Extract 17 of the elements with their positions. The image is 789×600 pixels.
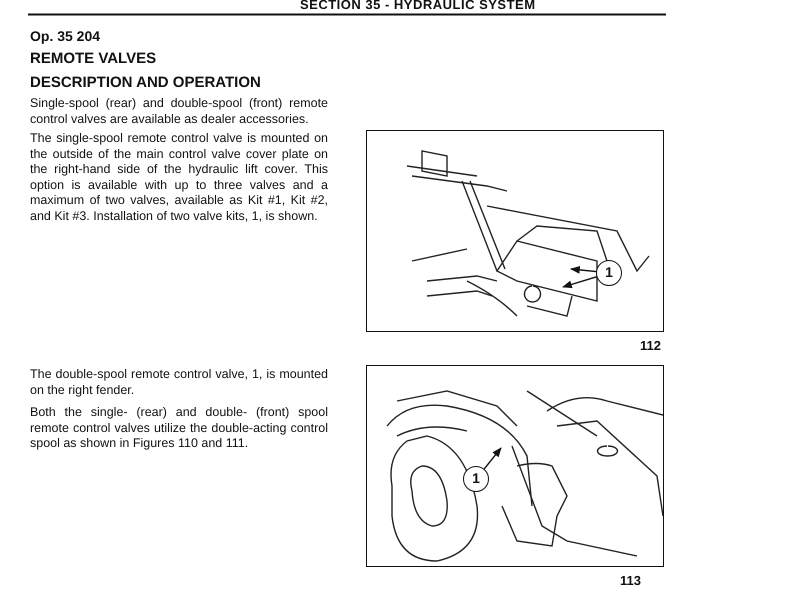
leader-line xyxy=(562,276,597,288)
paragraph: The double-spool remote control valve, 1, is mounted on the right fender. xyxy=(30,367,328,398)
figure-number: 112 xyxy=(640,338,661,353)
figure-frame xyxy=(366,365,664,567)
operation-number: Op. 35 204 xyxy=(30,28,100,44)
paragraph: The single-spool remote control valve is mounted on the outside of the main control valve cover plate on the right-hand side of the hydraulic lift cover. This option is available with up to three valves and a maximum of two valves, available as Kit #1, Kit #2, and Kit #3. Installation of two valve kits, 1, is shown. xyxy=(30,131,328,224)
section-heading: REMOTE VALVES xyxy=(30,50,156,67)
paragraph: Both the single- (rear) and double- (front) spool remote control valves utilize the double-acting control spool as shown in Figures 110 and 111. xyxy=(30,405,328,452)
figure-number: 113 xyxy=(620,573,641,588)
section-header: SECTION 35 - HYDRAULIC SYSTEM xyxy=(300,0,536,12)
paragraph: Single-spool (rear) and double-spool (front) remote control valves are available as dealer accessories. xyxy=(30,96,328,127)
subsection-heading: DESCRIPTION AND OPERATION xyxy=(30,74,261,91)
leader-line xyxy=(484,447,502,470)
figure-frame xyxy=(366,130,664,332)
callout-number: 1 xyxy=(596,260,622,286)
callout-number: 1 xyxy=(463,466,489,492)
leader-line xyxy=(570,266,596,274)
